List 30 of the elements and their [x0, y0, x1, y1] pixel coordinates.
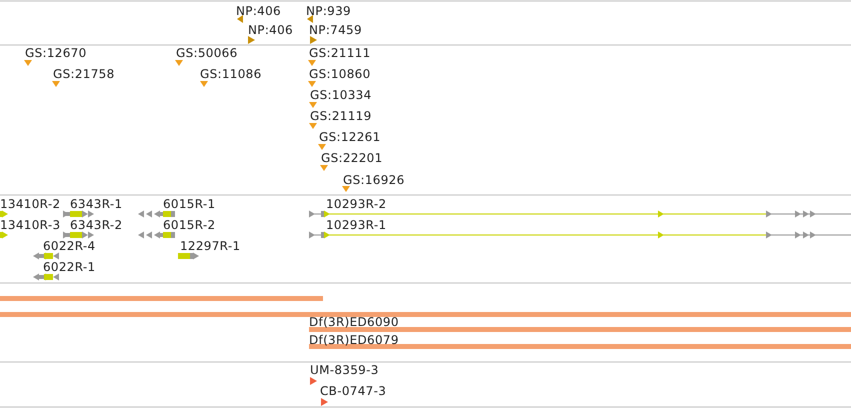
feature-label: 6022R-1 — [43, 260, 96, 274]
feature-label: Df(3R)ED6090 — [309, 315, 399, 329]
feature-label: 6343R-2 — [70, 218, 122, 232]
feature-label: CB-0747-3 — [320, 384, 386, 398]
feature-label: UM-8359-3 — [310, 363, 379, 377]
feature-label: NP:406 — [248, 23, 293, 37]
feature-label: GS:11086 — [200, 67, 262, 81]
feature-label: 13410R-2 — [0, 197, 60, 211]
feature-label: 12297R-1 — [180, 239, 240, 253]
feature-label: 6015R-1 — [163, 197, 216, 211]
feature-label: GS:21758 — [53, 67, 115, 81]
feature-label: 10293R-1 — [326, 218, 386, 232]
feature-label: GS:22201 — [321, 151, 383, 165]
feature-label: NP:939 — [306, 4, 351, 18]
feature-label: NP:406 — [236, 4, 281, 18]
feature-label: NP:7459 — [309, 23, 362, 37]
feature-label: GS:10334 — [310, 88, 372, 102]
feature-label: GS:21111 — [309, 46, 371, 60]
feature-label: GS:12261 — [319, 130, 381, 144]
feature-label: 6015R-2 — [163, 218, 216, 232]
feature-label: GS:10860 — [309, 67, 371, 81]
feature-label: 10293R-2 — [326, 197, 386, 211]
feature-label: GS:21119 — [310, 109, 372, 123]
feature-label: GS:50066 — [176, 46, 238, 60]
feature-label: 13410R-3 — [0, 218, 60, 232]
feature-label: GS:12670 — [25, 46, 87, 60]
feature-label: Df(3R)ED6079 — [309, 333, 399, 347]
feature-label: 6022R-4 — [43, 239, 96, 253]
feature-label: 6343R-1 — [70, 197, 122, 211]
feature-label: GS:16926 — [343, 173, 405, 187]
